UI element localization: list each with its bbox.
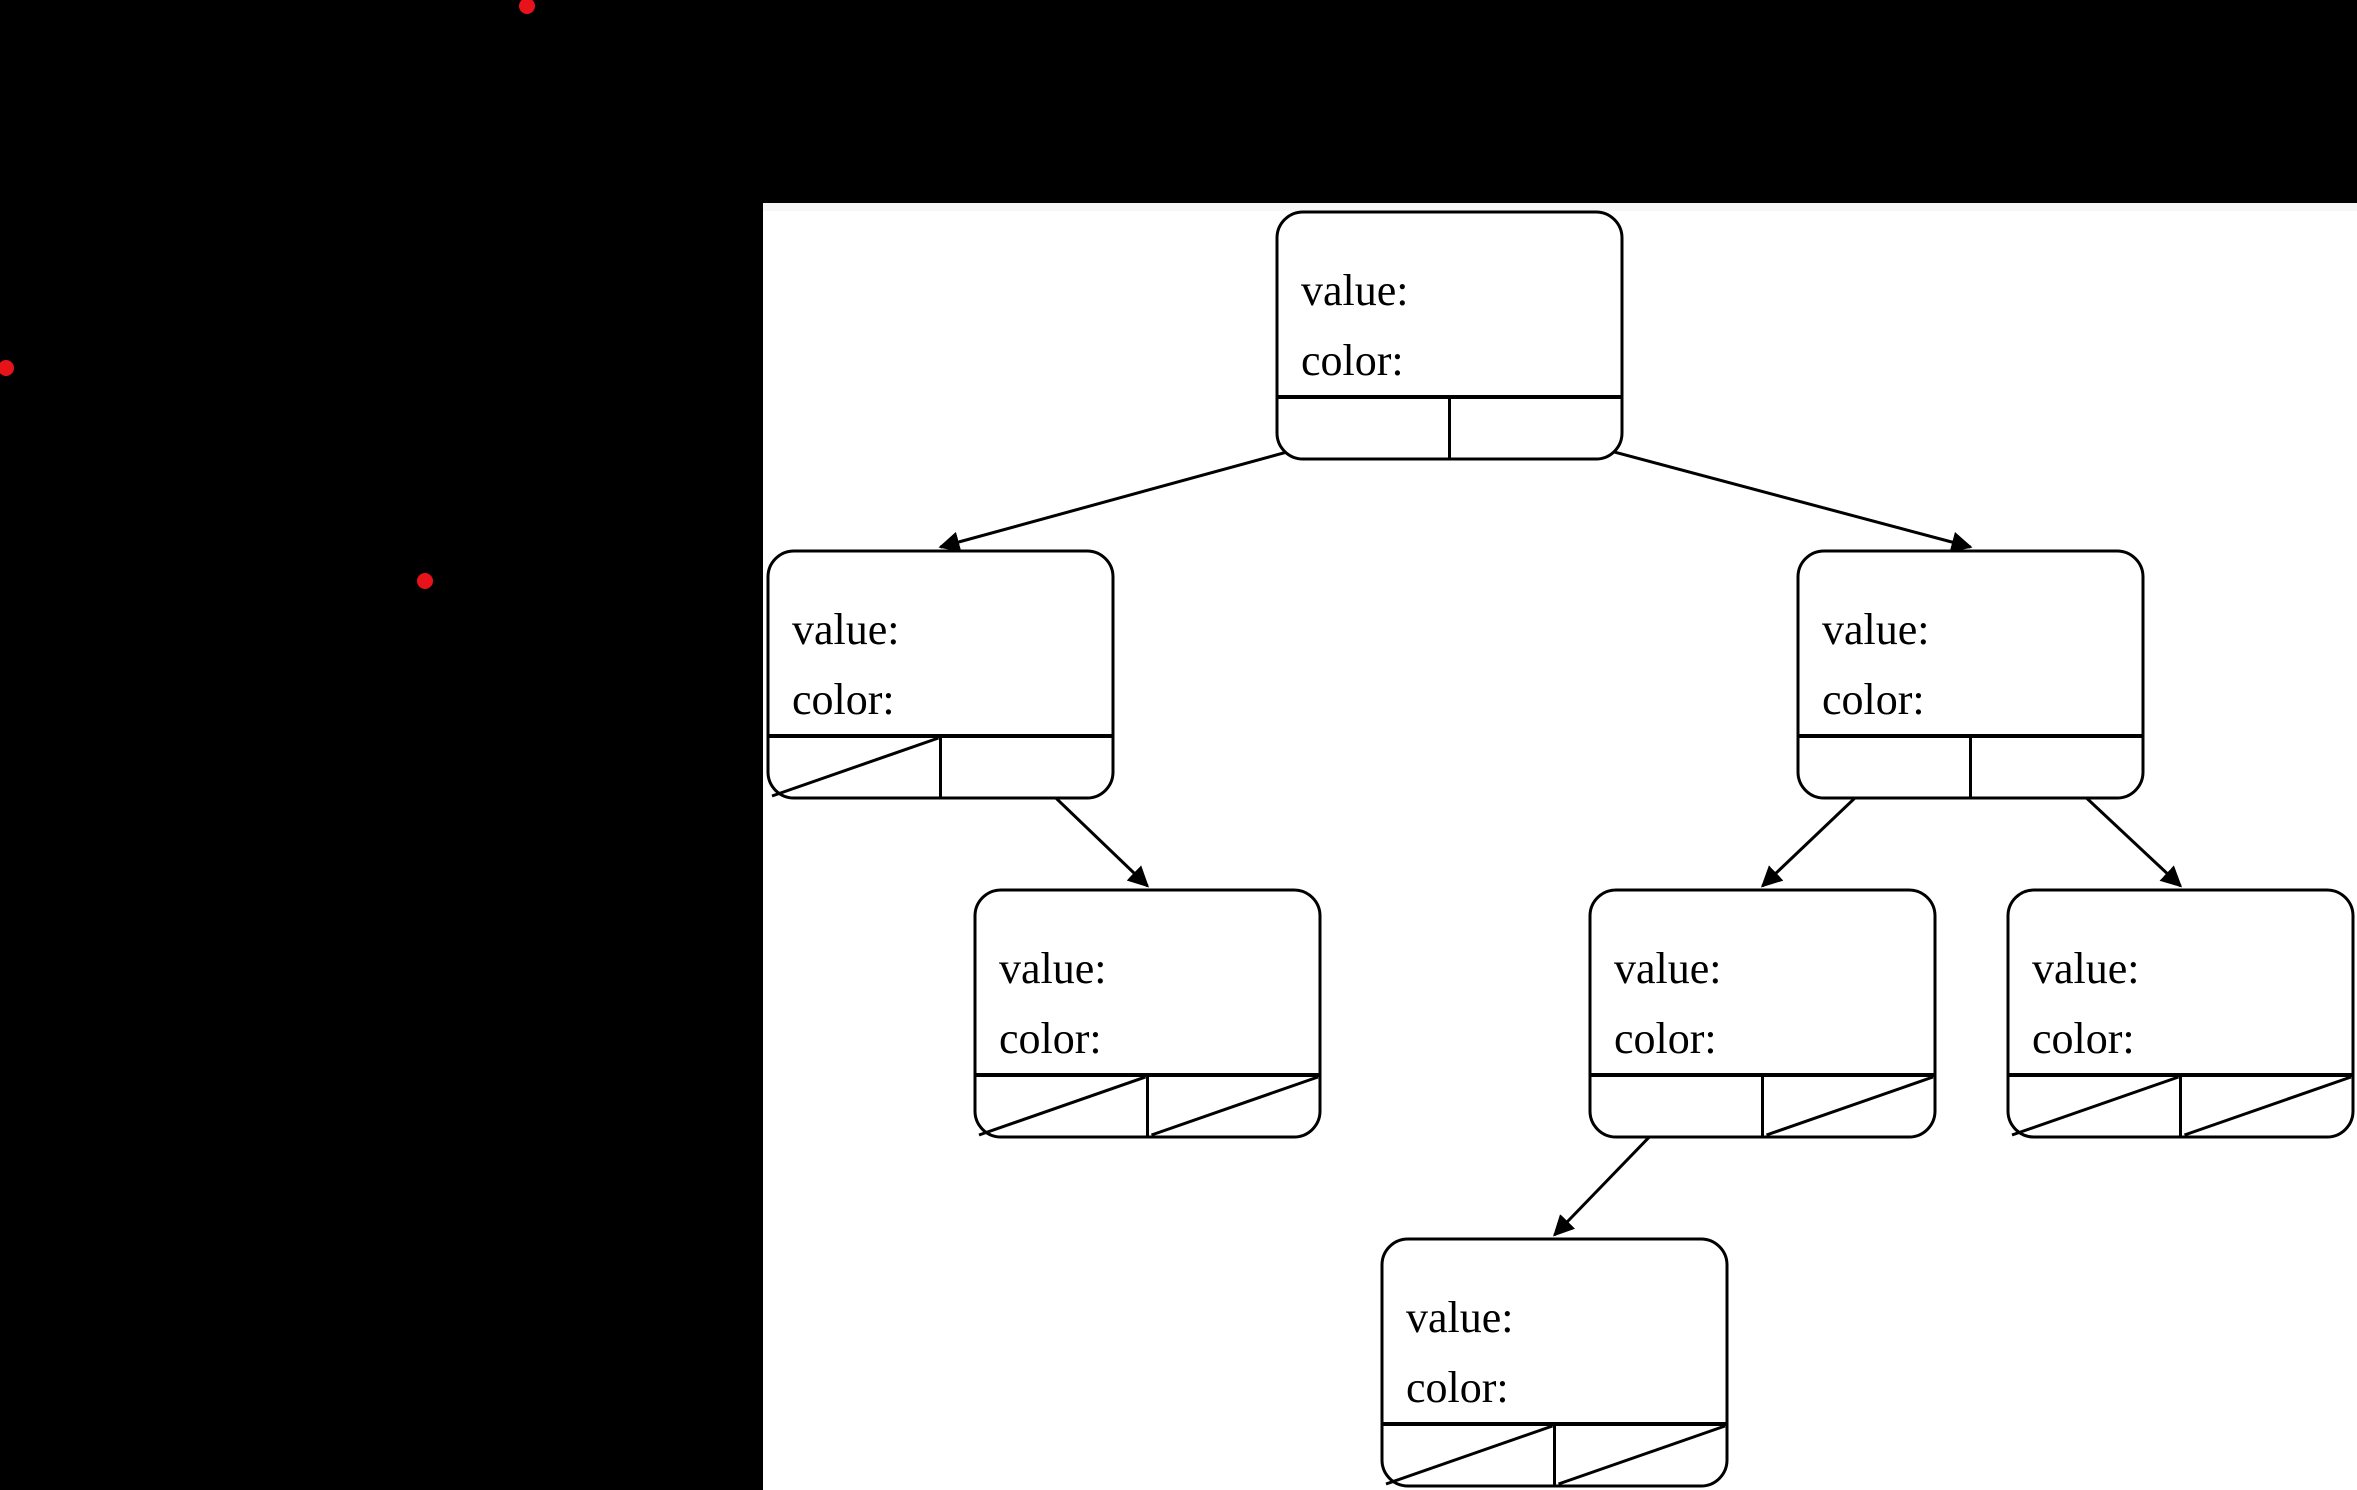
node-value-label: value: — [1301, 266, 1409, 315]
null-pointer-slash-right — [1766, 1075, 1934, 1137]
tree-node-right: value: color: — [1796, 549, 2145, 800]
panel-top-strip — [763, 203, 2357, 211]
tree-node-right-left: value: color: — [1588, 888, 1937, 1139]
tree-node-deep-leaf: value: color: — [1380, 1237, 1729, 1488]
null-pointer-slash-right — [2184, 1075, 2352, 1137]
node-value-label: value: — [1406, 1293, 1514, 1342]
node-value-label: value: — [1822, 605, 1930, 654]
node-color-label: color: — [1614, 1014, 1717, 1063]
null-pointer-slash-left — [771, 736, 939, 798]
tree-node-left: value: color: — [766, 549, 1115, 800]
null-pointer-slash-left — [2011, 1075, 2179, 1137]
null-pointer-slash-left — [978, 1075, 1146, 1137]
red-dot-2 — [0, 360, 14, 376]
node-value-label: value: — [999, 944, 1107, 993]
node-value-label: value: — [1614, 944, 1722, 993]
node-color-label: color: — [2032, 1014, 2135, 1063]
null-pointer-slash-right — [1558, 1424, 1726, 1486]
red-dot-3 — [417, 573, 433, 589]
node-color-label: color: — [999, 1014, 1102, 1063]
node-value-label: value: — [2032, 944, 2140, 993]
tree-node-root: value: color: — [1275, 210, 1624, 461]
tree-node-left-right: value: color: — [973, 888, 1322, 1139]
node-color-label: color: — [1822, 675, 1925, 724]
node-value-label: value: — [792, 605, 900, 654]
tree-node-right-right: value: color: — [2006, 888, 2355, 1139]
node-color-label: color: — [1406, 1363, 1509, 1412]
tree-nodes: value:color:value:color:value:color:valu… — [766, 210, 2355, 1488]
node-color-label: color: — [792, 675, 895, 724]
null-pointer-slash-right — [1151, 1075, 1319, 1137]
node-color-label: color: — [1301, 336, 1404, 385]
null-pointer-slash-left — [1385, 1424, 1553, 1486]
red-dot-1 — [519, 0, 535, 14]
